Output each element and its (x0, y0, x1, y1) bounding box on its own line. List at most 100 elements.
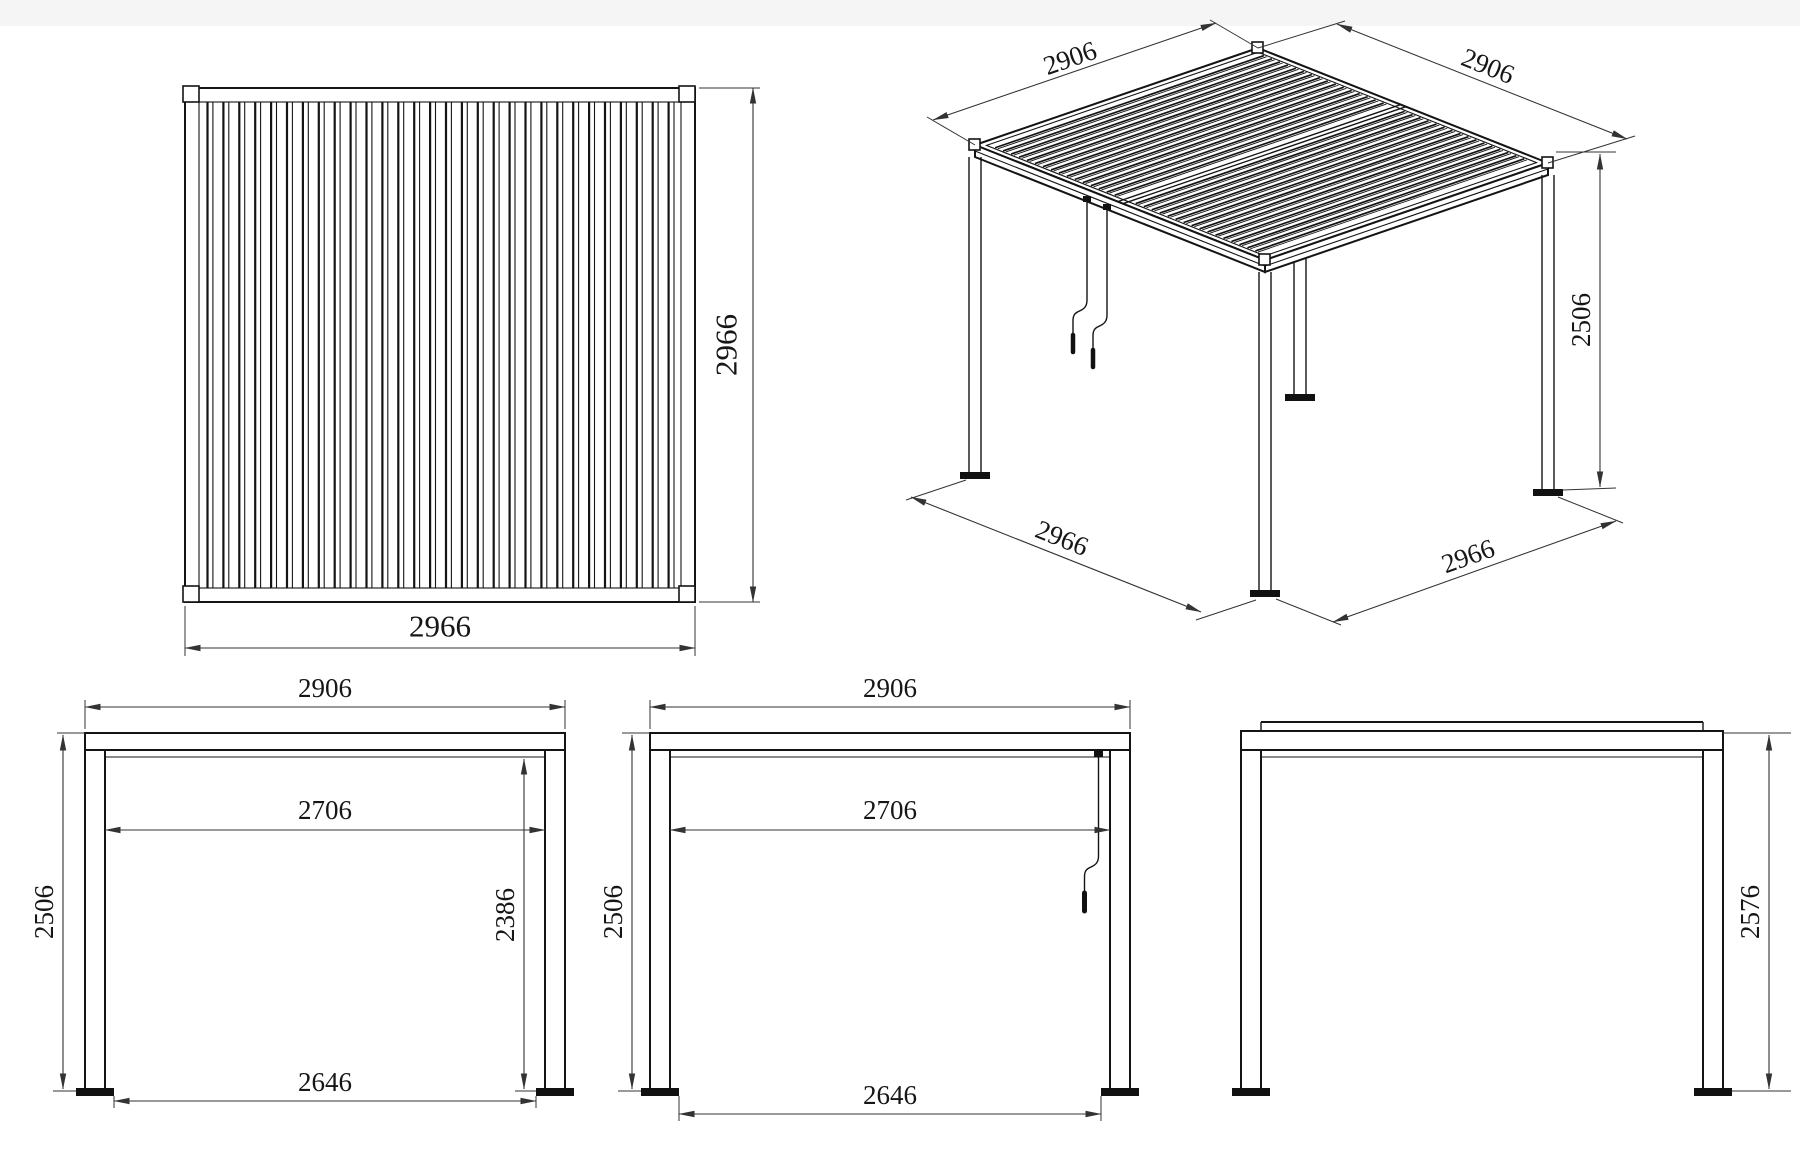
dim-top-view-width: 2966 (184, 606, 696, 656)
louver-slat-line (1242, 153, 1512, 247)
louver-slat-line (1215, 142, 1485, 236)
louver-slat-line (1069, 84, 1339, 178)
iso-crank-handle-1 (1070, 196, 1091, 355)
louver-slat-line (1098, 95, 1368, 190)
front-foot-right (536, 1088, 574, 1096)
dim-front-clear-height: 2386 (490, 758, 536, 1092)
louver-slat-line (1085, 91, 1355, 185)
louver-slat-line (1226, 146, 1496, 240)
iso-corner-cap-front (1258, 253, 1271, 266)
iso-front-left-beam-line (974, 150, 1266, 267)
louver-slat-line (1257, 159, 1528, 253)
dim-side-overall-width: 2906 (649, 673, 1131, 729)
corner-post-cap-bottom-left (182, 585, 200, 603)
louver-slat-line (1223, 145, 1493, 240)
dim-front-clear-height-label: 2386 (490, 888, 520, 942)
louver-slat-line (1210, 140, 1480, 234)
louver-slat-line (1231, 148, 1501, 243)
louver-slat-line (1050, 76, 1321, 171)
louver-slat-line (1186, 130, 1456, 224)
louver-slat-line (1255, 158, 1525, 252)
dim-iso-roof-left-label: 2906 (1040, 35, 1101, 81)
louver-slat-line (1207, 139, 1477, 233)
dim-top-view-depth-label: 2966 (709, 314, 744, 376)
louver-slat-line (1058, 80, 1329, 174)
end-foot-right (1694, 1088, 1732, 1096)
end-elevation: 2576 (1232, 721, 1791, 1096)
louver-slat-line (1066, 83, 1337, 178)
louver-slat-line (1061, 81, 1331, 175)
louver-slat-line (1167, 123, 1437, 217)
louver-slat-line (1077, 87, 1347, 181)
corner-post-cap-top-left (182, 85, 200, 103)
louver-slat-line (1045, 75, 1315, 169)
end-post-right (1702, 749, 1724, 1091)
louver-slat-line (1175, 126, 1445, 221)
louver-slat-line (1183, 129, 1453, 224)
louver-slat-line (1090, 92, 1360, 187)
louver-slat-line (1082, 89, 1352, 184)
page-top-band (0, 0, 1800, 26)
louver-slat-line (1093, 94, 1363, 188)
side-crank-handle (1082, 750, 1103, 914)
top-view: 2966 2966 (182, 85, 760, 656)
dim-iso-post-height: 2506 (1556, 151, 1617, 491)
iso-roof-louvers (994, 54, 1528, 253)
louver-slat-line (1178, 127, 1448, 221)
dim-front-base-width-label: 2646 (298, 1067, 352, 1097)
dim-side-overall-width-label: 2906 (863, 673, 917, 703)
dim-side-clear-width-label: 2706 (863, 795, 917, 825)
dim-front-clear-width: 2706 (104, 795, 546, 834)
dim-front-post-height-label: 2506 (29, 885, 59, 939)
louver-slat-line (1109, 100, 1379, 194)
dim-iso-roof-right-label: 2906 (1457, 42, 1518, 90)
louver-slat-line (1239, 151, 1509, 246)
side-roof-beam (649, 732, 1131, 751)
dim-top-view-depth: 2966 (699, 87, 760, 603)
dim-end-overall-height: 2576 (1723, 732, 1791, 1092)
louver-slat-line (1218, 143, 1488, 237)
dim-side-post-height-label: 2506 (598, 885, 628, 939)
end-post-left (1240, 749, 1262, 1091)
louver-slat-line (1199, 135, 1469, 230)
iso-post-left (960, 157, 990, 479)
dim-iso-base-right: 2966 (1275, 496, 1624, 626)
dim-end-overall-height-label: 2576 (1735, 885, 1765, 939)
dim-side-base-width: 2646 (678, 1080, 1102, 1121)
side-post-left (649, 749, 671, 1091)
corner-post-cap-bottom-right (678, 585, 696, 603)
dim-iso-base-right-label: 2966 (1438, 533, 1499, 579)
iso-post-right (1533, 175, 1563, 496)
top-view-outer-frame (184, 87, 696, 603)
dim-iso-post-height-label: 2506 (1566, 293, 1596, 347)
iso-front-right-beam-line (1264, 168, 1549, 267)
dim-top-view-width-label: 2966 (409, 609, 471, 644)
front-foot-left (76, 1088, 114, 1096)
louver-slat-line (1202, 137, 1472, 231)
dim-front-post-height: 2506 (29, 732, 85, 1092)
dim-side-base-width-label: 2646 (863, 1080, 917, 1110)
front-post-left (84, 749, 106, 1091)
top-view-inner-frame (198, 101, 682, 589)
louver-slat-line (1042, 73, 1313, 168)
louver-slat-line (1101, 97, 1371, 191)
louver-slat-line (1074, 86, 1345, 181)
side-foot-left (641, 1088, 679, 1096)
dim-front-clear-width-label: 2706 (298, 795, 352, 825)
end-foot-left (1232, 1088, 1270, 1096)
front-elevation: 2906 2706 2506 2386 2646 (29, 673, 574, 1108)
louver-slat-line (1194, 134, 1464, 228)
side-post-right (1109, 749, 1131, 1091)
louver-slat-line (1247, 154, 1517, 249)
end-roof-rail (1240, 730, 1724, 751)
isometric-view: 2906 2906 2506 2966 2966 (905, 19, 1636, 626)
front-post-right (544, 749, 566, 1091)
dim-front-base-width: 2646 (113, 1067, 537, 1108)
dim-front-overall-width-label: 2906 (298, 673, 352, 703)
iso-post-front (1250, 272, 1280, 597)
dim-iso-base-left-label: 2966 (1031, 514, 1092, 562)
dim-side-post-height: 2506 (598, 732, 650, 1092)
louver-slat-line (1249, 156, 1520, 250)
